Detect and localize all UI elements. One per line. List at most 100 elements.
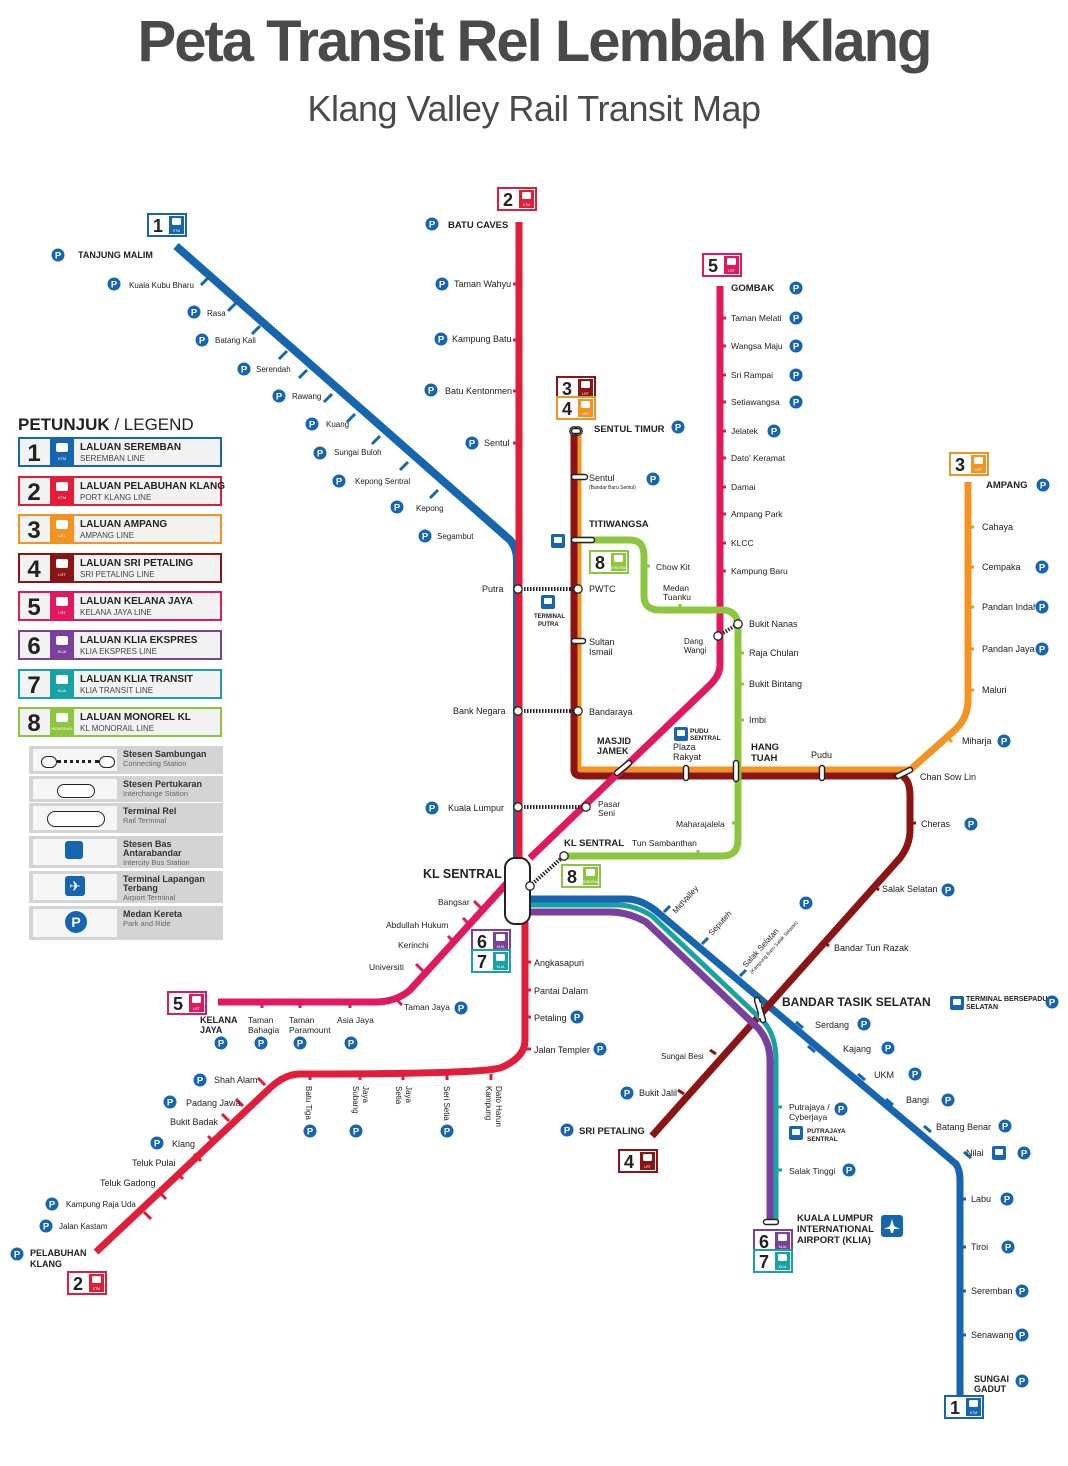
park-and-ride-icon: P xyxy=(1045,995,1059,1009)
legend-line-name-en: PORT KLANG LINE xyxy=(80,492,152,502)
station-tick xyxy=(795,1020,804,1030)
svg-text:P: P xyxy=(55,251,62,262)
park-and-ride-icon: P xyxy=(214,1036,228,1050)
train-icon xyxy=(92,1276,101,1283)
station-label: GOMBAK xyxy=(731,283,774,294)
station-label: Bukit Jalil xyxy=(639,1088,677,1098)
park-and-ride-icon: P xyxy=(998,1119,1012,1133)
train-icon xyxy=(974,457,983,464)
station-label: TANJUNG MALIM xyxy=(78,250,153,260)
station-tick xyxy=(393,996,404,1007)
train-icon xyxy=(969,1400,978,1407)
park-and-ride-icon: P xyxy=(908,1067,922,1081)
park-and-ride-icon: P xyxy=(799,896,813,910)
station-label: Kerinchi xyxy=(398,940,429,950)
station-tick xyxy=(174,1170,185,1181)
park-and-ride-icon: P xyxy=(45,1197,59,1211)
interchange-station-icon xyxy=(33,779,117,799)
park-and-ride-icon: P xyxy=(671,420,685,434)
park-and-ride-icon: P xyxy=(187,305,201,319)
station-marker xyxy=(513,584,523,594)
station-marker xyxy=(525,881,535,891)
svg-text:P: P xyxy=(650,475,657,486)
station-label: Damai xyxy=(731,482,756,492)
svg-text:3: 3 xyxy=(562,379,572,399)
station-label: Pandan Indah xyxy=(982,602,1038,612)
station-label: Batang Kali xyxy=(215,336,256,345)
legend-line-number: 7 xyxy=(27,671,41,699)
park-and-ride-icon: P xyxy=(33,909,117,937)
legend-line-name-en: SEREMBAN LINE xyxy=(80,454,145,463)
station-label: Bangsar xyxy=(438,897,470,907)
bus-icon xyxy=(551,534,565,548)
svg-text:LRT: LRT xyxy=(644,1165,652,1169)
svg-text:P: P xyxy=(1001,737,1008,748)
lrt-train-icon: LRT xyxy=(50,516,74,543)
station-label: Seri Setia xyxy=(442,1086,451,1121)
station-tick xyxy=(446,934,457,945)
svg-text:5: 5 xyxy=(708,256,718,276)
train-icon xyxy=(581,401,590,408)
station-label: Kampung Raja Uda xyxy=(66,1200,136,1209)
station-label: SRI PETALING xyxy=(579,1126,645,1137)
station-label: Jaya xyxy=(404,1086,413,1103)
terminal-label: SENTRAL xyxy=(807,1136,838,1143)
svg-text:1: 1 xyxy=(950,1398,960,1418)
station-label: Batang Benar xyxy=(936,1122,991,1132)
terminal-label: SENTRAL xyxy=(690,735,721,742)
legend-line-number: 2 xyxy=(27,478,41,506)
park-and-ride-icon: P xyxy=(1035,560,1049,574)
svg-text:P: P xyxy=(624,1089,631,1100)
park-and-ride-icon: P xyxy=(1001,1240,1015,1254)
svg-text:6: 6 xyxy=(759,1232,769,1252)
svg-text:P: P xyxy=(1002,1122,1009,1133)
station-label: Abdullah Hukum xyxy=(386,920,448,930)
park-and-ride-icon: P xyxy=(293,1036,307,1050)
svg-text:P: P xyxy=(317,449,324,460)
station-label: Sungai Buloh xyxy=(334,448,382,457)
svg-text:P: P xyxy=(458,1004,465,1015)
station-label: Sentul xyxy=(589,473,615,483)
svg-text:P: P xyxy=(199,336,206,347)
station-label: Dato' Keramat xyxy=(731,453,786,463)
svg-text:P: P xyxy=(793,314,800,325)
train-icon xyxy=(778,1254,787,1261)
station-label: Plaza xyxy=(673,742,696,752)
park-and-ride-icon: P xyxy=(150,1136,164,1150)
train-icon xyxy=(586,869,595,876)
park-and-ride-icon: P xyxy=(789,281,803,295)
station-label: Bangi xyxy=(906,1095,929,1105)
park-and-ride-icon: P xyxy=(570,1010,584,1024)
park-and-ride-icon: P xyxy=(997,734,1011,748)
station-label: Bank Negara xyxy=(453,706,506,716)
svg-text:P: P xyxy=(444,1127,451,1138)
station-label: Asia Jaya xyxy=(337,1015,374,1025)
lrt-train-icon: LRT xyxy=(50,593,74,620)
svg-text:KTM: KTM xyxy=(970,1411,978,1415)
terminal-label: PUTRA xyxy=(538,622,559,628)
terminal-label: TERMINAL BERSEPADU xyxy=(966,996,1047,1003)
station-label: Kepong xyxy=(416,504,444,513)
svg-text:P: P xyxy=(771,427,778,438)
svg-text:LRT: LRT xyxy=(728,269,736,273)
park-and-ride-icon: P xyxy=(941,1093,955,1107)
legend-line-number: 4 xyxy=(27,555,41,583)
station-label: Cempaka xyxy=(982,562,1021,572)
station-label: Salak Selatan xyxy=(882,884,938,894)
bus-icon xyxy=(789,1126,803,1140)
station-label: Serendah xyxy=(256,365,291,374)
park-and-ride-icon: P xyxy=(454,1001,468,1015)
page-subtitle: Klang Valley Rail Transit Map xyxy=(307,88,761,129)
station-marker xyxy=(513,706,523,716)
svg-text:P: P xyxy=(307,1127,314,1138)
station-label: Cheras xyxy=(921,819,951,829)
station-label: BATU CAVES xyxy=(448,220,508,231)
